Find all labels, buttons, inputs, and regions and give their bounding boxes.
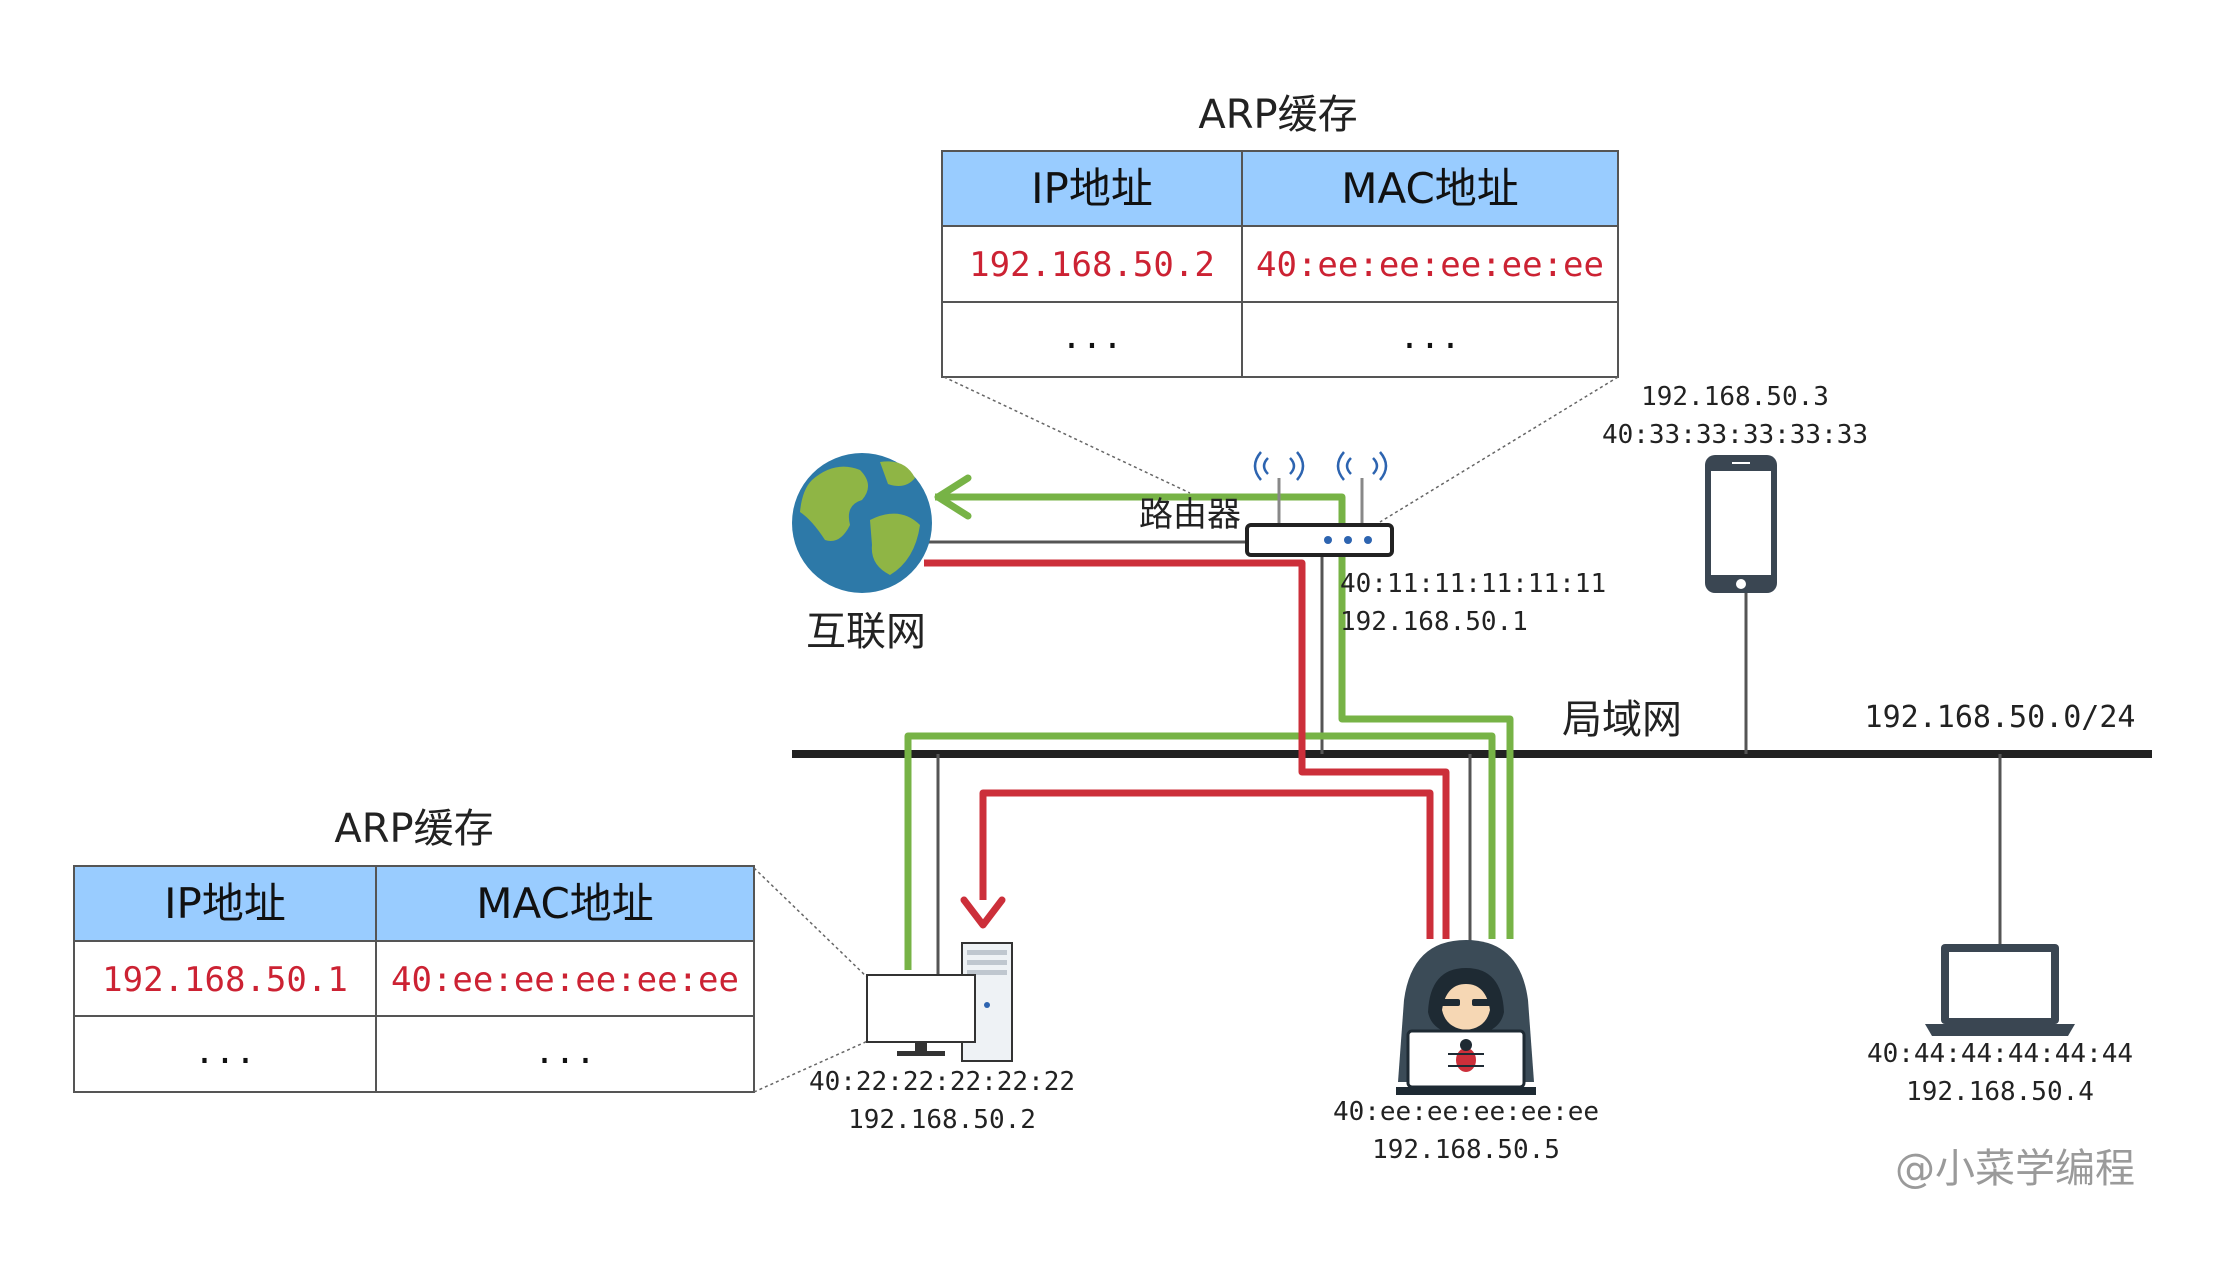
router-arp-header-row — [941, 150, 1619, 227]
host-arp-header-row — [73, 865, 755, 942]
laptop-mac: 40:44:44:44:44:44 — [1867, 1039, 2133, 1069]
router-arp-row2-ip: ... — [1061, 317, 1122, 357]
host-arp-row2-mac: ... — [534, 1032, 595, 1072]
host-arp-title: ARP缓存 — [334, 806, 493, 852]
host-arp-row1-ip: 192.168.50.1 — [102, 960, 348, 1000]
router-arp-title: ARP缓存 — [1198, 92, 1357, 138]
router-arp-header-ip: IP地址 — [1031, 164, 1153, 213]
router-arp-row1-mac: 40:ee:ee:ee:ee:ee — [1256, 245, 1604, 285]
router-arp-header-mac: MAC地址 — [1341, 164, 1519, 213]
router-mac: 40:11:11:11:11:11 — [1340, 569, 1606, 599]
lan-subnet: 192.168.50.0/24 — [1865, 700, 2136, 735]
host-arp-row2-ip: ... — [194, 1032, 255, 1072]
internet-label: 互联网 — [806, 609, 926, 655]
host-arp-header-mac: MAC地址 — [476, 879, 654, 928]
smartphone-icon — [1705, 455, 1777, 593]
phone-ip: 192.168.50.3 — [1641, 382, 1829, 412]
router-ip: 192.168.50.1 — [1340, 607, 1528, 637]
host-arp-cache: ARP缓存 IP地址 MAC地址 192.168.50.1 40:ee:ee:e… — [73, 806, 755, 1093]
hacker-icon — [1396, 940, 1536, 1095]
desktop-computer-icon — [866, 942, 1013, 1062]
laptop-ip: 192.168.50.4 — [1906, 1077, 2094, 1107]
router-label: 路由器 — [1139, 495, 1241, 535]
attacker-ip: 192.168.50.5 — [1372, 1135, 1560, 1165]
victim-mac: 40:22:22:22:22:22 — [809, 1067, 1075, 1097]
attacker-mac: 40:ee:ee:ee:ee:ee — [1333, 1097, 1599, 1127]
router-arp-row2-mac: ... — [1399, 317, 1460, 357]
green-traffic-path — [904, 474, 1514, 970]
laptop-icon — [1925, 944, 2075, 1036]
victim-ip: 192.168.50.2 — [848, 1105, 1036, 1135]
lan-label: 局域网 — [1562, 697, 1682, 743]
globe-icon — [792, 453, 932, 593]
router-icon — [1245, 451, 1394, 557]
red-traffic-path — [924, 559, 1450, 939]
watermark: @小菜学编程 — [1895, 1146, 2135, 1192]
router-arp-cache: ARP缓存 IP地址 MAC地址 192.168.50.2 40:ee:ee:e… — [941, 92, 1619, 378]
host-arp-header-ip: IP地址 — [164, 879, 286, 928]
router-arp-row1-ip: 192.168.50.2 — [969, 245, 1215, 285]
phone-mac: 40:33:33:33:33:33 — [1602, 420, 1868, 450]
host-arp-row1-mac: 40:ee:ee:ee:ee:ee — [391, 960, 739, 1000]
